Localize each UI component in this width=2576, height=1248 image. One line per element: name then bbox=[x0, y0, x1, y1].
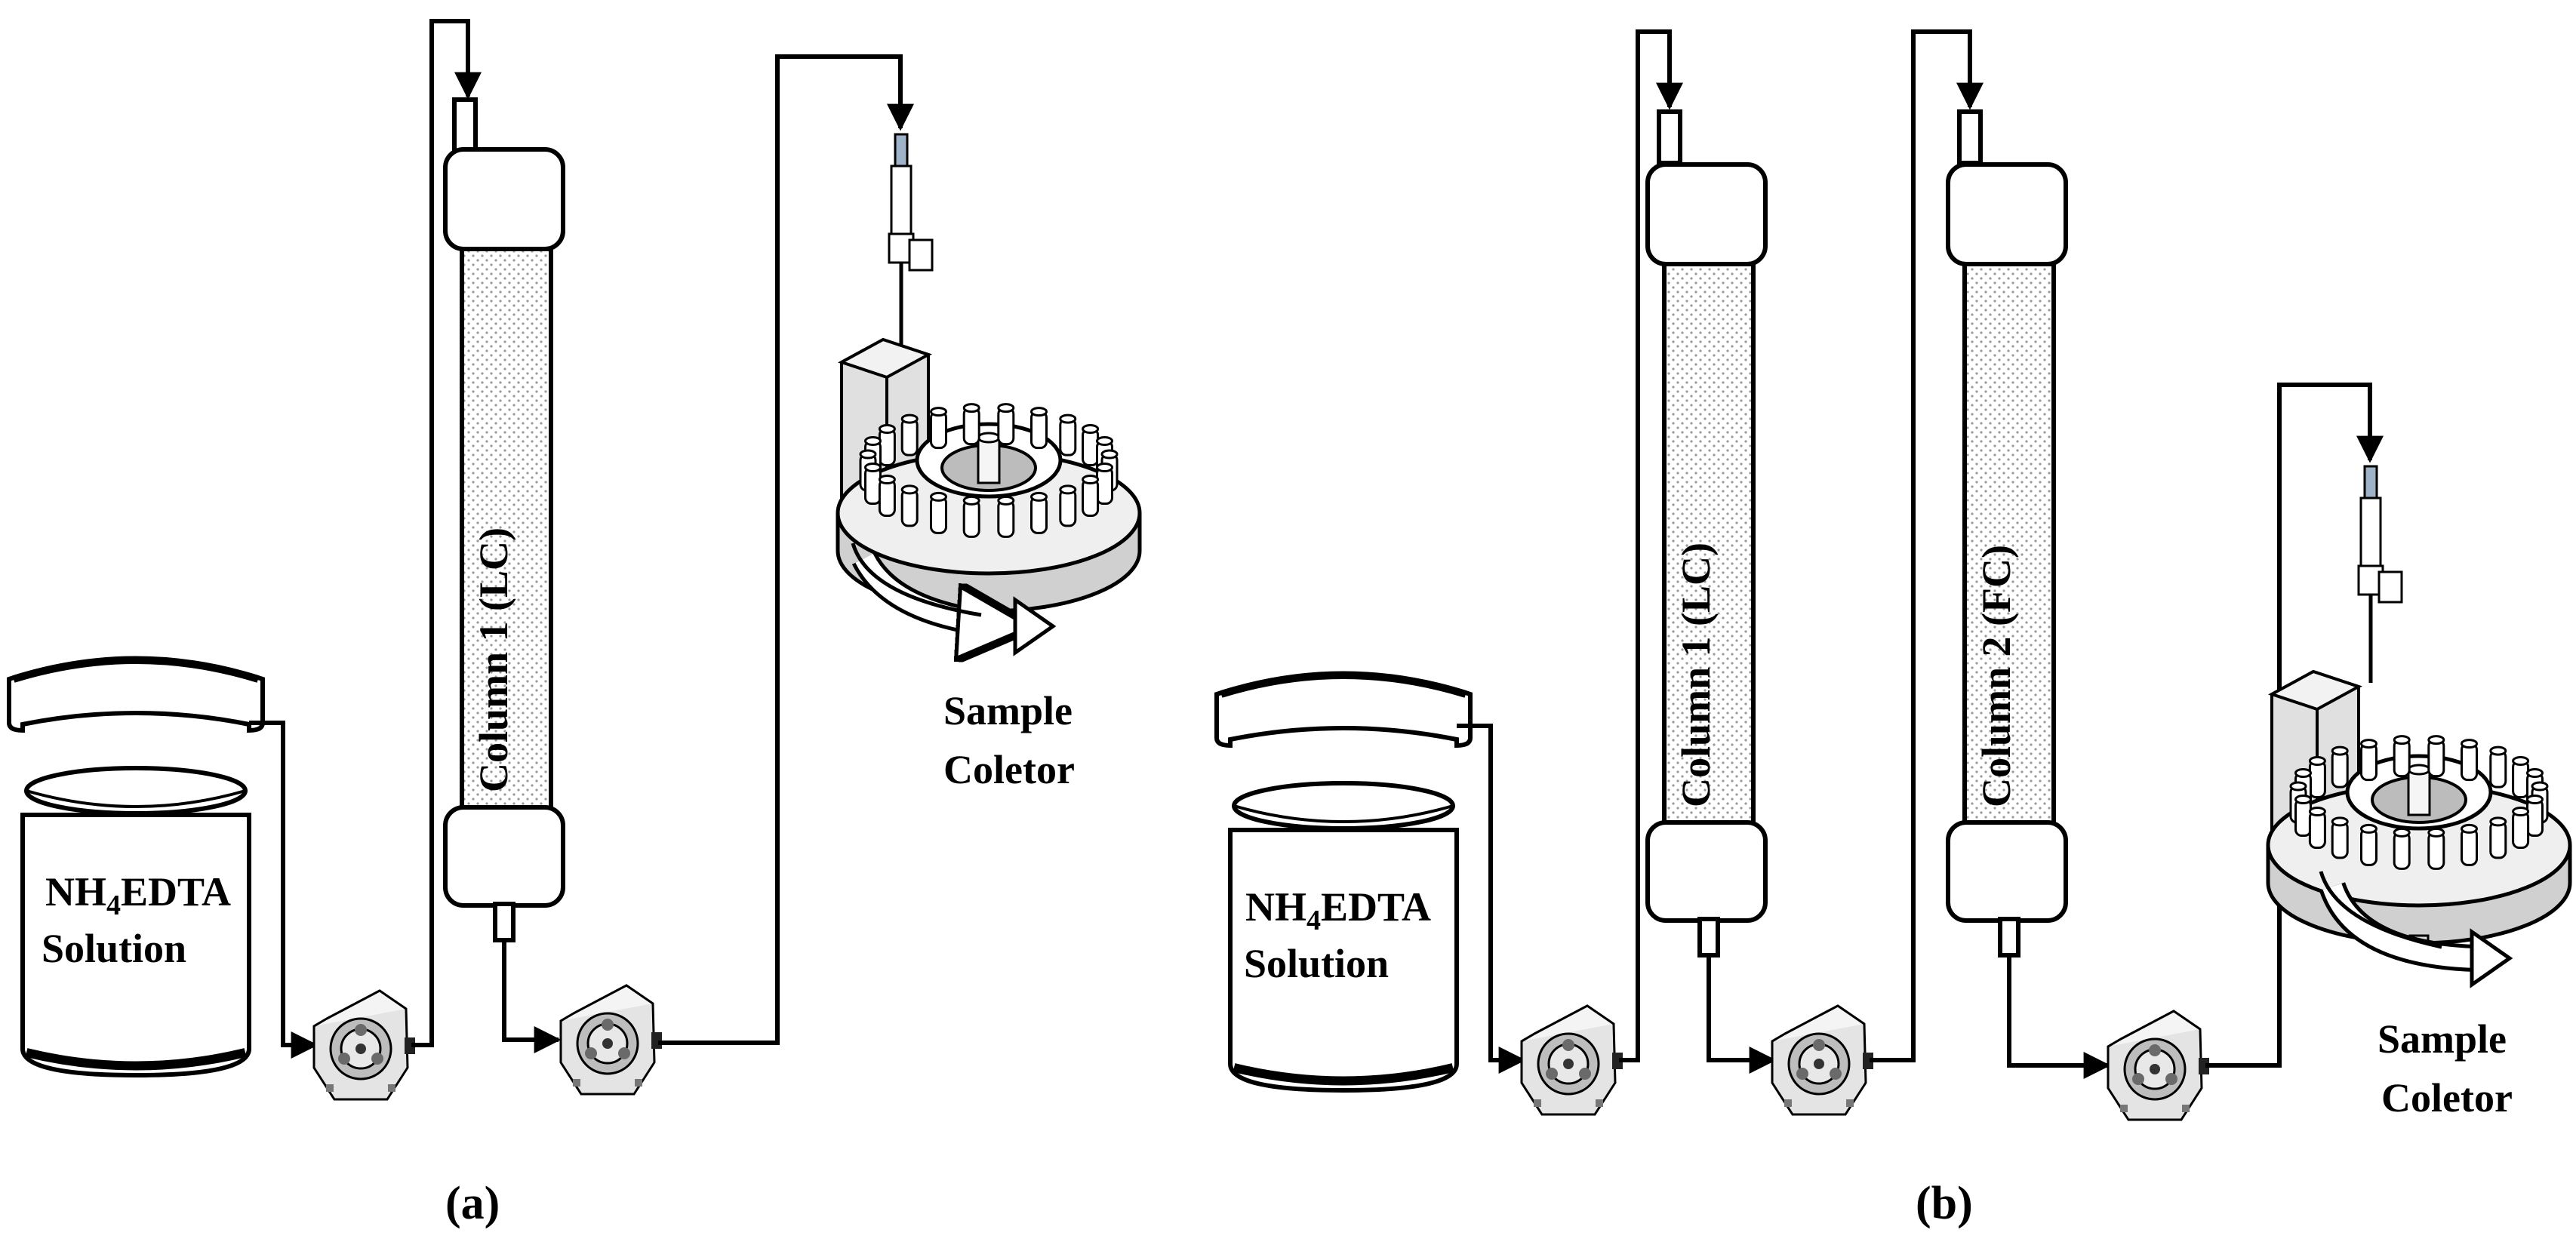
test-tube bbox=[930, 491, 947, 534]
test-tube bbox=[1030, 491, 1048, 534]
test-tube bbox=[1059, 484, 1077, 527]
chromatography-column-icon bbox=[1946, 109, 2068, 958]
test-tube bbox=[997, 403, 1015, 446]
peristaltic-pump-icon bbox=[2107, 1010, 2211, 1121]
test-tube bbox=[878, 424, 896, 466]
column-2-label: Column 2 (FC) bbox=[1974, 545, 2019, 807]
test-tube bbox=[2360, 739, 2377, 782]
test-tube bbox=[1096, 463, 1113, 505]
test-tube bbox=[2331, 816, 2349, 859]
test-tube bbox=[962, 495, 980, 538]
peristaltic-pump-icon bbox=[1520, 1004, 1624, 1116]
test-tube bbox=[2308, 807, 2326, 849]
peristaltic-pump-icon bbox=[312, 989, 417, 1101]
test-tube bbox=[2512, 807, 2530, 849]
beaker-icon bbox=[1214, 671, 1473, 1093]
peristaltic-pump-icon bbox=[559, 984, 663, 1096]
test-tube bbox=[2427, 735, 2445, 778]
panel-b: NH4EDTA Solution Column 1 (LC) C bbox=[1214, 29, 2570, 1229]
collector-label-line1: Sample bbox=[943, 688, 1073, 733]
fraction-collector-icon bbox=[838, 133, 1140, 626]
test-tube bbox=[1082, 475, 1100, 517]
panel-a: NH4EDTA Solution Column 1 (LC) bbox=[7, 19, 1140, 1229]
test-tube bbox=[2331, 745, 2349, 788]
collector-label-line1: Sample bbox=[2377, 1016, 2507, 1062]
test-tube bbox=[2393, 735, 2411, 778]
test-tube bbox=[930, 407, 947, 450]
test-tube bbox=[2308, 756, 2326, 798]
test-tube bbox=[2393, 827, 2411, 870]
reservoir-label-line2: Solution bbox=[1244, 941, 1389, 986]
test-tube bbox=[878, 475, 896, 517]
test-tube bbox=[864, 463, 882, 505]
test-tube bbox=[900, 484, 919, 527]
test-tube bbox=[997, 495, 1015, 538]
chromatography-column-icon bbox=[1645, 109, 1768, 958]
test-tube bbox=[2526, 795, 2544, 837]
test-tube bbox=[1030, 407, 1048, 450]
column-1-label: Column 1 (LC) bbox=[1673, 543, 1719, 807]
test-tube bbox=[2360, 823, 2377, 866]
collector-label-line2: Coletor bbox=[2381, 1075, 2513, 1120]
column-1-label: Column 1 (LC) bbox=[471, 527, 516, 792]
test-tube bbox=[1082, 424, 1100, 466]
test-tube bbox=[2461, 823, 2478, 866]
test-tube bbox=[2489, 816, 2507, 859]
chromatography-column-icon bbox=[443, 97, 565, 942]
reservoir-label-line1: NH4EDTA bbox=[1245, 884, 1431, 936]
test-tube bbox=[2461, 739, 2478, 782]
beaker-icon bbox=[7, 656, 265, 1078]
test-tube bbox=[2427, 827, 2445, 870]
test-tube bbox=[962, 403, 980, 446]
panel-b-label: (b) bbox=[1916, 1178, 1973, 1229]
test-tube bbox=[2294, 795, 2312, 837]
test-tube bbox=[900, 413, 919, 456]
panel-a-label: (a) bbox=[445, 1178, 500, 1229]
collector-label-line2: Coletor bbox=[943, 747, 1075, 792]
reservoir-label-line2: Solution bbox=[42, 926, 186, 971]
peristaltic-pump-icon bbox=[1771, 1004, 1875, 1116]
test-tube bbox=[1059, 413, 1077, 456]
test-tube bbox=[2489, 745, 2507, 788]
reservoir-label-line1: NH4EDTA bbox=[45, 869, 231, 921]
test-tube bbox=[2512, 756, 2530, 798]
fraction-collector-icon bbox=[2268, 465, 2570, 958]
